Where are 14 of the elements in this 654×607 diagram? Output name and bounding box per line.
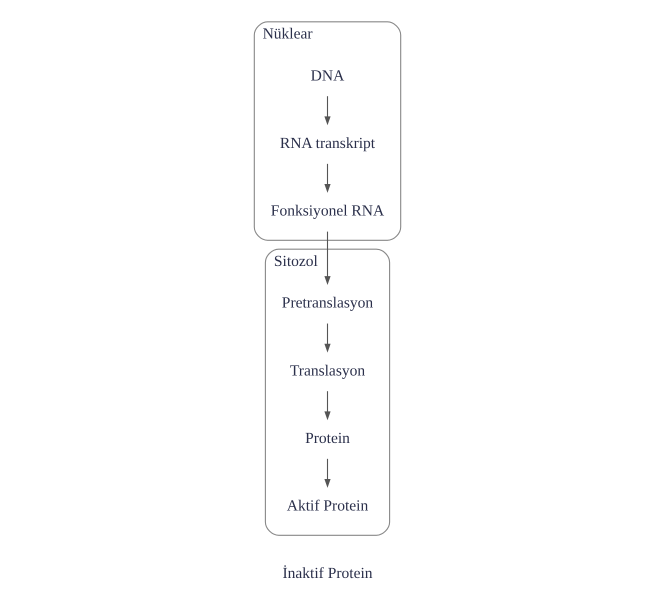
node-text: Fonksiyonel RNA (270, 202, 384, 220)
arrow (324, 391, 330, 420)
node-text: Translasyon (289, 362, 365, 380)
arrow (324, 232, 330, 286)
node-text: DNA (310, 67, 344, 84)
arrow (324, 164, 330, 193)
node-text: Protein (304, 430, 350, 447)
node-text: İnaktif Protein (282, 565, 372, 582)
arrow (324, 458, 330, 488)
node-text: Aktif Protein (286, 498, 368, 515)
node-text: Pretranslasyon (281, 294, 373, 312)
arrow (324, 324, 330, 353)
arrow (324, 96, 330, 126)
node-text: RNA transkript (279, 134, 375, 152)
